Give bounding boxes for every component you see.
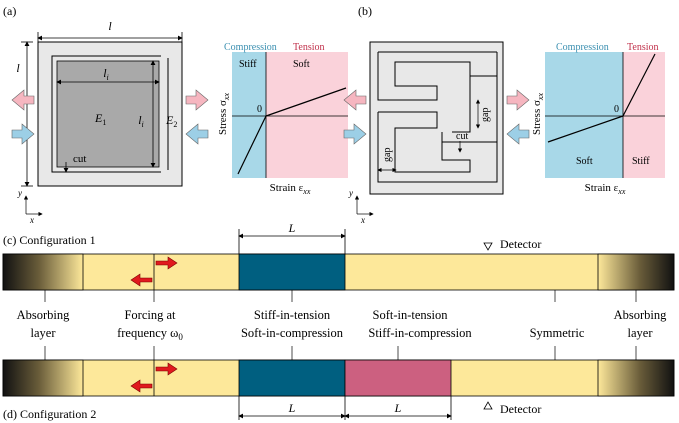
slit-mid <box>452 76 471 133</box>
absorbing-left-line1: Absorbing <box>17 308 71 322</box>
axis-x-label: x <box>29 215 34 225</box>
compression-arrow-left-b <box>343 123 367 145</box>
panel-b-label: (b) <box>358 4 372 18</box>
length-L-2b: L <box>394 401 402 415</box>
forcing-arrow-left-1 <box>130 273 153 287</box>
detector-label-2: Detector <box>500 402 541 416</box>
curve-compression-branch-b <box>547 115 624 143</box>
compression-region <box>232 52 266 178</box>
dim-l-label: l <box>108 19 112 33</box>
compression-title: Compression <box>224 42 277 53</box>
compression-title-b: Compression <box>556 42 609 53</box>
ylabel: Stress σxx <box>217 93 231 136</box>
tension-region <box>266 52 348 178</box>
slit-frame <box>51 55 169 173</box>
soft-in-compression-label: Soft-in-compression <box>241 326 344 340</box>
absorbing-layer-left-2 <box>2 359 84 397</box>
slit-upper <box>377 51 497 101</box>
axis-y-label: y <box>17 188 22 198</box>
axis-y-label-b: y <box>348 188 353 198</box>
stiff-in-tension-label: Stiff-in-tension <box>254 308 331 322</box>
curve-tension-branch <box>265 87 347 117</box>
xlabel-b: Strain εxx <box>585 182 626 196</box>
tension-arrow-left <box>11 89 35 111</box>
tension-title-b: Tension <box>627 42 659 53</box>
compression-region-b <box>545 52 623 178</box>
dim-li-v-label: li <box>138 113 144 129</box>
detector-icon-2 <box>483 401 493 410</box>
config1-title: (c) Configuration 1 <box>3 233 96 247</box>
region-right-label-b: Stiff <box>632 156 650 167</box>
panel-a: (a) l l li li E1 E2 cut <box>3 4 209 225</box>
absorbing-layer-right-1 <box>597 253 675 291</box>
tension-arrow-left-b <box>343 89 367 111</box>
length-L-1: L <box>288 221 296 235</box>
gap-top-label: gap <box>480 108 491 122</box>
cut-label: cut <box>73 153 86 165</box>
compression-arrow-left <box>11 123 35 145</box>
panel-a-label: (a) <box>3 4 16 18</box>
stiff-in-compression-label: Stiff-in-compression <box>368 326 472 340</box>
tension-arrow-right-b <box>506 89 530 111</box>
absorbing-right-line1: Absorbing <box>614 308 668 322</box>
stiff-in-tension-block-2 <box>238 359 346 397</box>
tension-title: Tension <box>293 42 325 53</box>
e2-label: E2 <box>165 113 177 129</box>
cut-label-b: cut <box>456 131 468 142</box>
absorbing-right-line2: layer <box>628 326 654 340</box>
forcing-line1: Forcing at <box>124 308 176 322</box>
slit-cut <box>161 170 170 174</box>
tension-arrow-right <box>185 89 209 111</box>
origin-label-b: 0 <box>614 104 619 115</box>
absorbing-layer-left-1 <box>2 253 84 291</box>
compression-arrow-right <box>185 123 209 145</box>
axis-x-label-b: x <box>360 215 365 225</box>
configuration-1: (c) Configuration 1 L Detector <box>2 221 675 291</box>
e1-label: E1 <box>94 111 106 127</box>
slit-cut <box>161 54 170 58</box>
detector-label-1: Detector <box>500 237 541 251</box>
xlabel: Strain εxx <box>270 182 311 196</box>
inclusion-e1 <box>56 60 160 168</box>
tension-region-b <box>623 52 665 178</box>
forcing-arrow-right-1 <box>155 256 178 270</box>
forcing-arrow-right-2 <box>155 362 178 376</box>
plot-b: Compression Tension Soft Stiff 0 Stress … <box>531 42 665 196</box>
dim-li-h-label: li <box>103 66 109 82</box>
plot-a: Compression Tension Stiff Soft 0 Stress … <box>217 42 348 196</box>
region-left-label: Stiff <box>239 59 257 70</box>
soft-in-tension-block-2 <box>344 359 452 397</box>
stiff-in-tension-block-1 <box>238 253 346 291</box>
forcing-arrow-left-2 <box>130 379 153 393</box>
absorbing-layer-right-2 <box>597 359 675 397</box>
region-right-label: Soft <box>293 59 310 70</box>
curve-compression-branch <box>237 115 267 175</box>
compression-arrow-right-b <box>506 123 530 145</box>
forcing-line2: frequency ω0 <box>117 326 183 342</box>
panel-b: (b) gap gap cut y x <box>343 4 530 225</box>
length-L-2a: L <box>288 401 296 415</box>
detector-icon-1 <box>483 242 493 251</box>
soft-in-tension-label: Soft-in-tension <box>373 308 449 322</box>
symmetric-label: Symmetric <box>530 326 585 340</box>
ylabel-b: Stress σxx <box>531 93 545 136</box>
gap-bottom-label: gap <box>382 148 393 162</box>
configuration-2: Detector L L (d) Configuration 2 <box>2 359 675 421</box>
origin-label: 0 <box>257 104 262 115</box>
legend-labels: Absorbing layer Forcing at frequency ω0 … <box>17 290 668 360</box>
curve-tension-branch-b <box>622 53 656 117</box>
region-left-label-b: Soft <box>576 156 593 167</box>
dim-l-left-label: l <box>16 61 20 75</box>
absorbing-left-line2: layer <box>31 326 57 340</box>
config2-title: (d) Configuration 2 <box>3 407 96 421</box>
